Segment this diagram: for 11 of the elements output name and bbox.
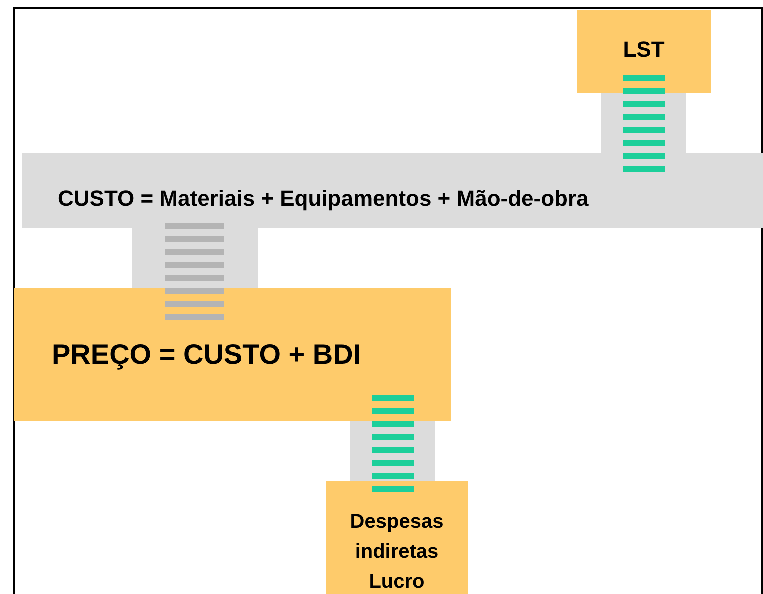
node-label: CUSTO = Materiais + Equipamentos + Mão-de-obra [58, 187, 589, 212]
connector-stem [602, 93, 686, 153]
label-box [326, 481, 468, 594]
node-label: LST [623, 38, 665, 62]
label-box [577, 10, 711, 93]
connector-stem [350, 421, 436, 481]
formula-box [14, 288, 451, 421]
connector-stem [132, 228, 258, 288]
formula-band [22, 153, 763, 228]
node-label: Despesas indiretas Lucro [349, 510, 445, 594]
node-label: PREÇO = CUSTO + BDI [52, 340, 362, 371]
